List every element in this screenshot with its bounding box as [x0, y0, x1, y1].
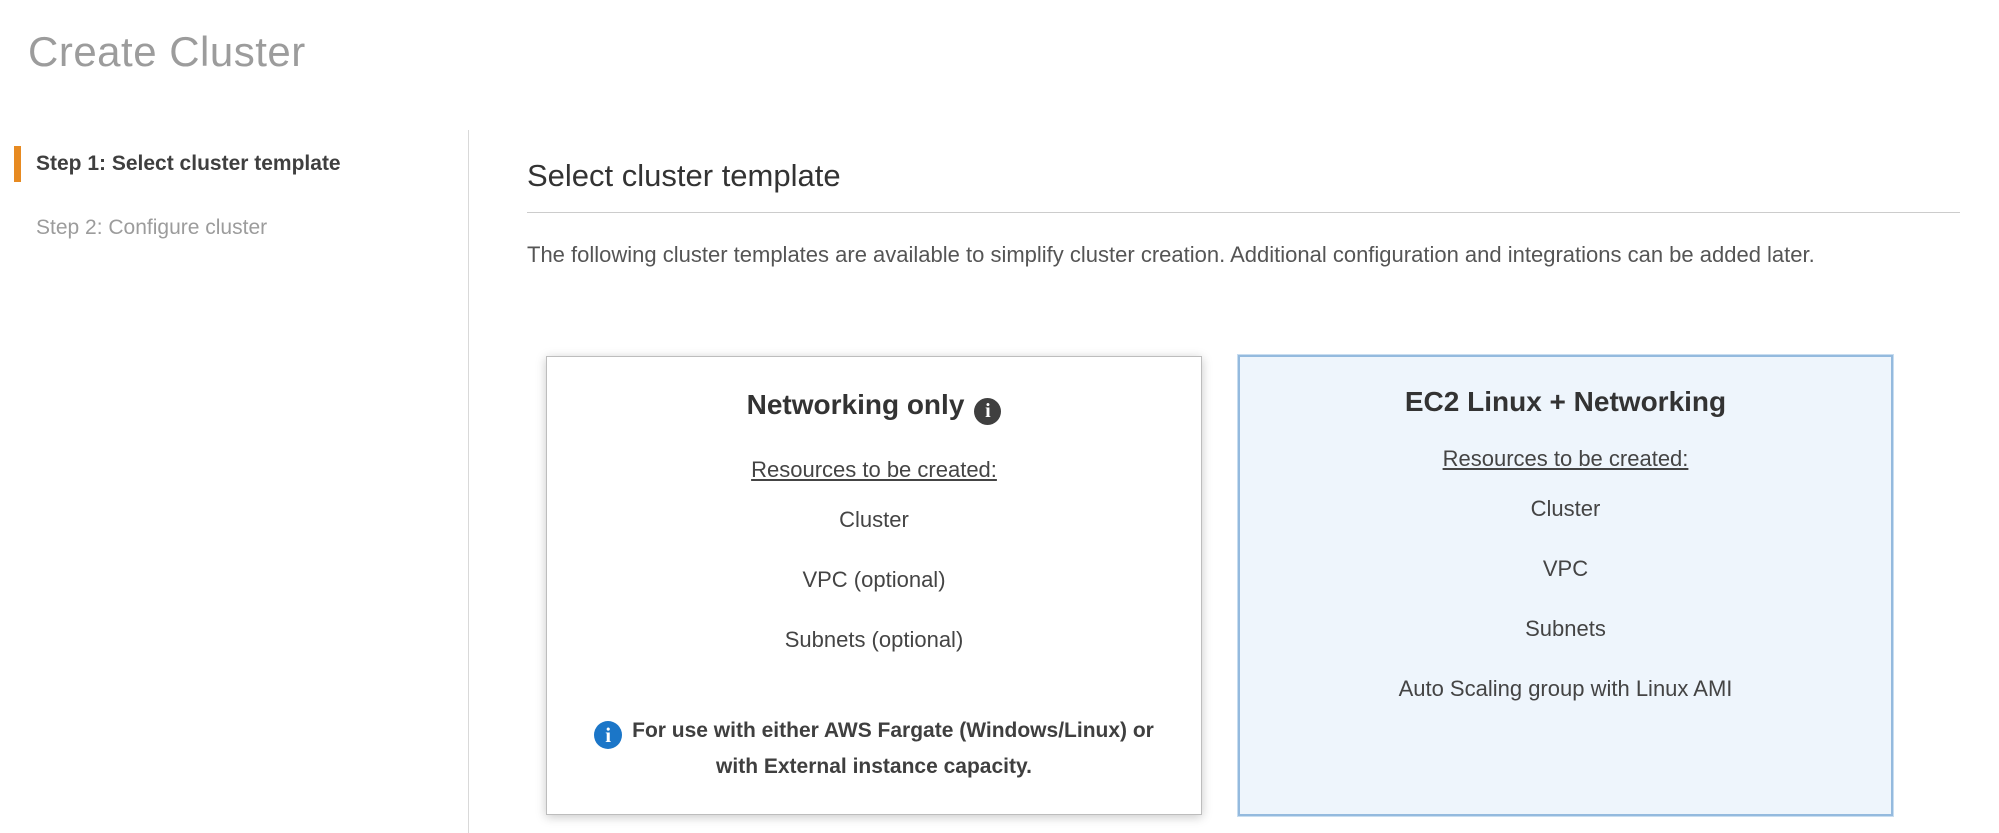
resource-item: Cluster — [1530, 496, 1601, 521]
resources-label: Resources to be created: — [1442, 446, 1689, 471]
card-title: EC2 Linux + Networking — [1404, 386, 1727, 417]
step-1-select-cluster-template[interactable]: Step 1: Select cluster template — [14, 146, 440, 182]
resource-list: Cluster VPC Subnets Auto Scaling group w… — [1399, 472, 1733, 700]
card-note: i For use with either AWS Fargate (Window… — [584, 713, 1164, 785]
card-note-text: For use with either AWS Fargate (Windows… — [632, 719, 1154, 778]
main-content: Select cluster template The following cl… — [527, 158, 1960, 274]
resource-item: Subnets (optional) — [784, 627, 964, 652]
resource-item: VPC — [1542, 556, 1589, 581]
resource-item: Cluster — [839, 507, 909, 532]
step-2-label: Step 2: Configure cluster — [36, 216, 268, 239]
card-title: Networking only i — [747, 385, 1002, 425]
wizard-step-nav: Step 1: Select cluster template Step 2: … — [0, 146, 440, 246]
blue-info-icon: i — [594, 721, 623, 749]
template-card-ec2-linux-networking[interactable]: EC2 Linux + Networking Resources to be c… — [1238, 355, 1893, 816]
heading-rule — [527, 212, 1960, 213]
info-icon[interactable]: i — [974, 398, 1002, 425]
resource-item: Auto Scaling group with Linux AMI — [1398, 676, 1733, 701]
resource-item: VPC (optional) — [802, 567, 946, 592]
page-title: Create Cluster — [28, 28, 306, 75]
step-1-label: Step 1: Select cluster template — [36, 152, 341, 175]
vertical-divider — [468, 130, 469, 833]
resources-label: Resources to be created: — [751, 457, 997, 482]
card-title-text: Networking only — [746, 389, 965, 420]
template-card-networking-only[interactable]: Networking only i Resources to be created… — [546, 356, 1202, 815]
section-heading: Select cluster template — [527, 158, 841, 193]
step-2-configure-cluster[interactable]: Step 2: Configure cluster — [14, 210, 440, 246]
section-description: The following cluster templates are avai… — [527, 242, 1815, 267]
resource-list: Cluster VPC (optional) Subnets (optional… — [785, 483, 964, 651]
resource-item: Subnets — [1525, 616, 1606, 641]
